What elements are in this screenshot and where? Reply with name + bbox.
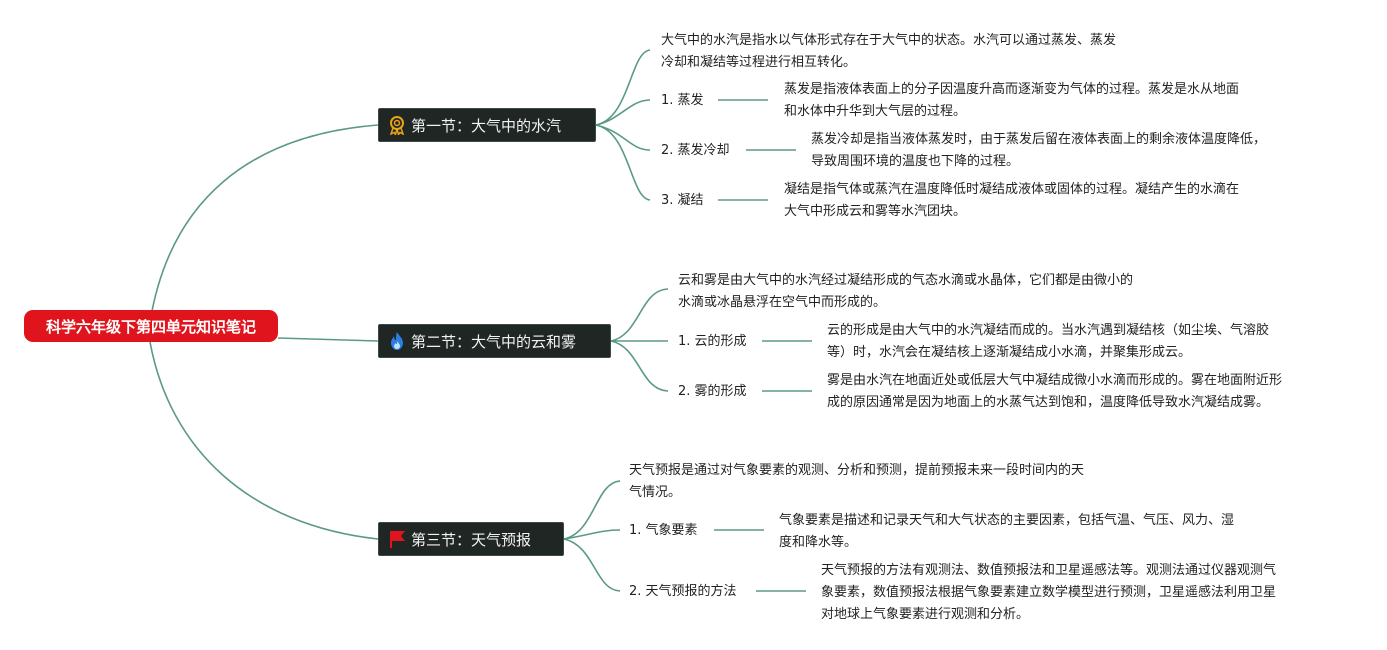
section-intro: 大气中的水汽是指水以气体形式存在于大气中的状态。水汽可以通过蒸发、蒸发 冷却和凝… [661,33,1117,70]
red-flag-icon [387,529,407,549]
section-title: 第一节：大气中的水汽 [411,116,562,135]
topic-description: 蒸发冷却是指当液体蒸发时，由于蒸发后留在液体表面上的剩余液体温度降低， 导致周围… [811,132,1267,169]
topic-description: 蒸发是指液体表面上的分子因温度升高而逐渐变为气体的过程。蒸发是水从地面 和水体中… [784,82,1240,119]
section-node-2[interactable]: 第二节：大气中的云和雾 [378,324,611,358]
topic-label[interactable]: 1. 气象要素 [629,523,698,538]
section-node-3[interactable]: 第三节：天气预报 [378,522,564,556]
topic-description: 气象要素是描述和记录天气和大气状态的主要因素，包括气温、气压、风力、湿 度和降水… [779,513,1235,550]
topic-description: 凝结是指气体或蒸汽在温度降低时凝结成液体或固体的过程。凝结产生的水滴在 大气中形… [784,182,1240,219]
topic-label[interactable]: 1. 云的形成 [678,334,747,349]
award-ribbon-icon [387,115,407,137]
topic-description: 天气预报的方法有观测法、数值预报法和卫星遥感法等。观测法通过仪器观测气 象要素，… [821,563,1277,622]
root-node[interactable]: 科学六年级下第四单元知识笔记 [24,310,278,342]
root-title: 科学六年级下第四单元知识笔记 [45,317,256,336]
section-title: 第二节：大气中的云和雾 [411,332,577,351]
flame-icon [387,331,407,351]
topic-label[interactable]: 2. 蒸发冷却 [661,143,730,158]
section-title: 第三节：天气预报 [411,530,532,549]
topic-label[interactable]: 2. 天气预报的方法 [629,584,737,599]
section-intro: 天气预报是通过对气象要素的观测、分析和预测，提前预报未来一段时间内的天 气情况。 [629,463,1085,500]
topic-label[interactable]: 3. 凝结 [661,193,704,208]
section-intro: 云和雾是由大气中的水汽经过凝结形成的气态水滴或水晶体，它们都是由微小的 水滴或冰… [678,273,1134,310]
topic-label[interactable]: 2. 雾的形成 [678,384,747,399]
section-node-1[interactable]: 第一节：大气中的水汽 [378,108,596,142]
topic-label[interactable]: 1. 蒸发 [661,93,704,108]
topic-description: 云的形成是由大气中的水汽凝结而成的。当水汽遇到凝结核（如尘埃、气溶胶 等）时，水… [827,323,1270,360]
topic-description: 雾是由水汽在地面近处或低层大气中凝结成微小水滴而形成的。雾在地面附近形 成的原因… [827,373,1283,410]
